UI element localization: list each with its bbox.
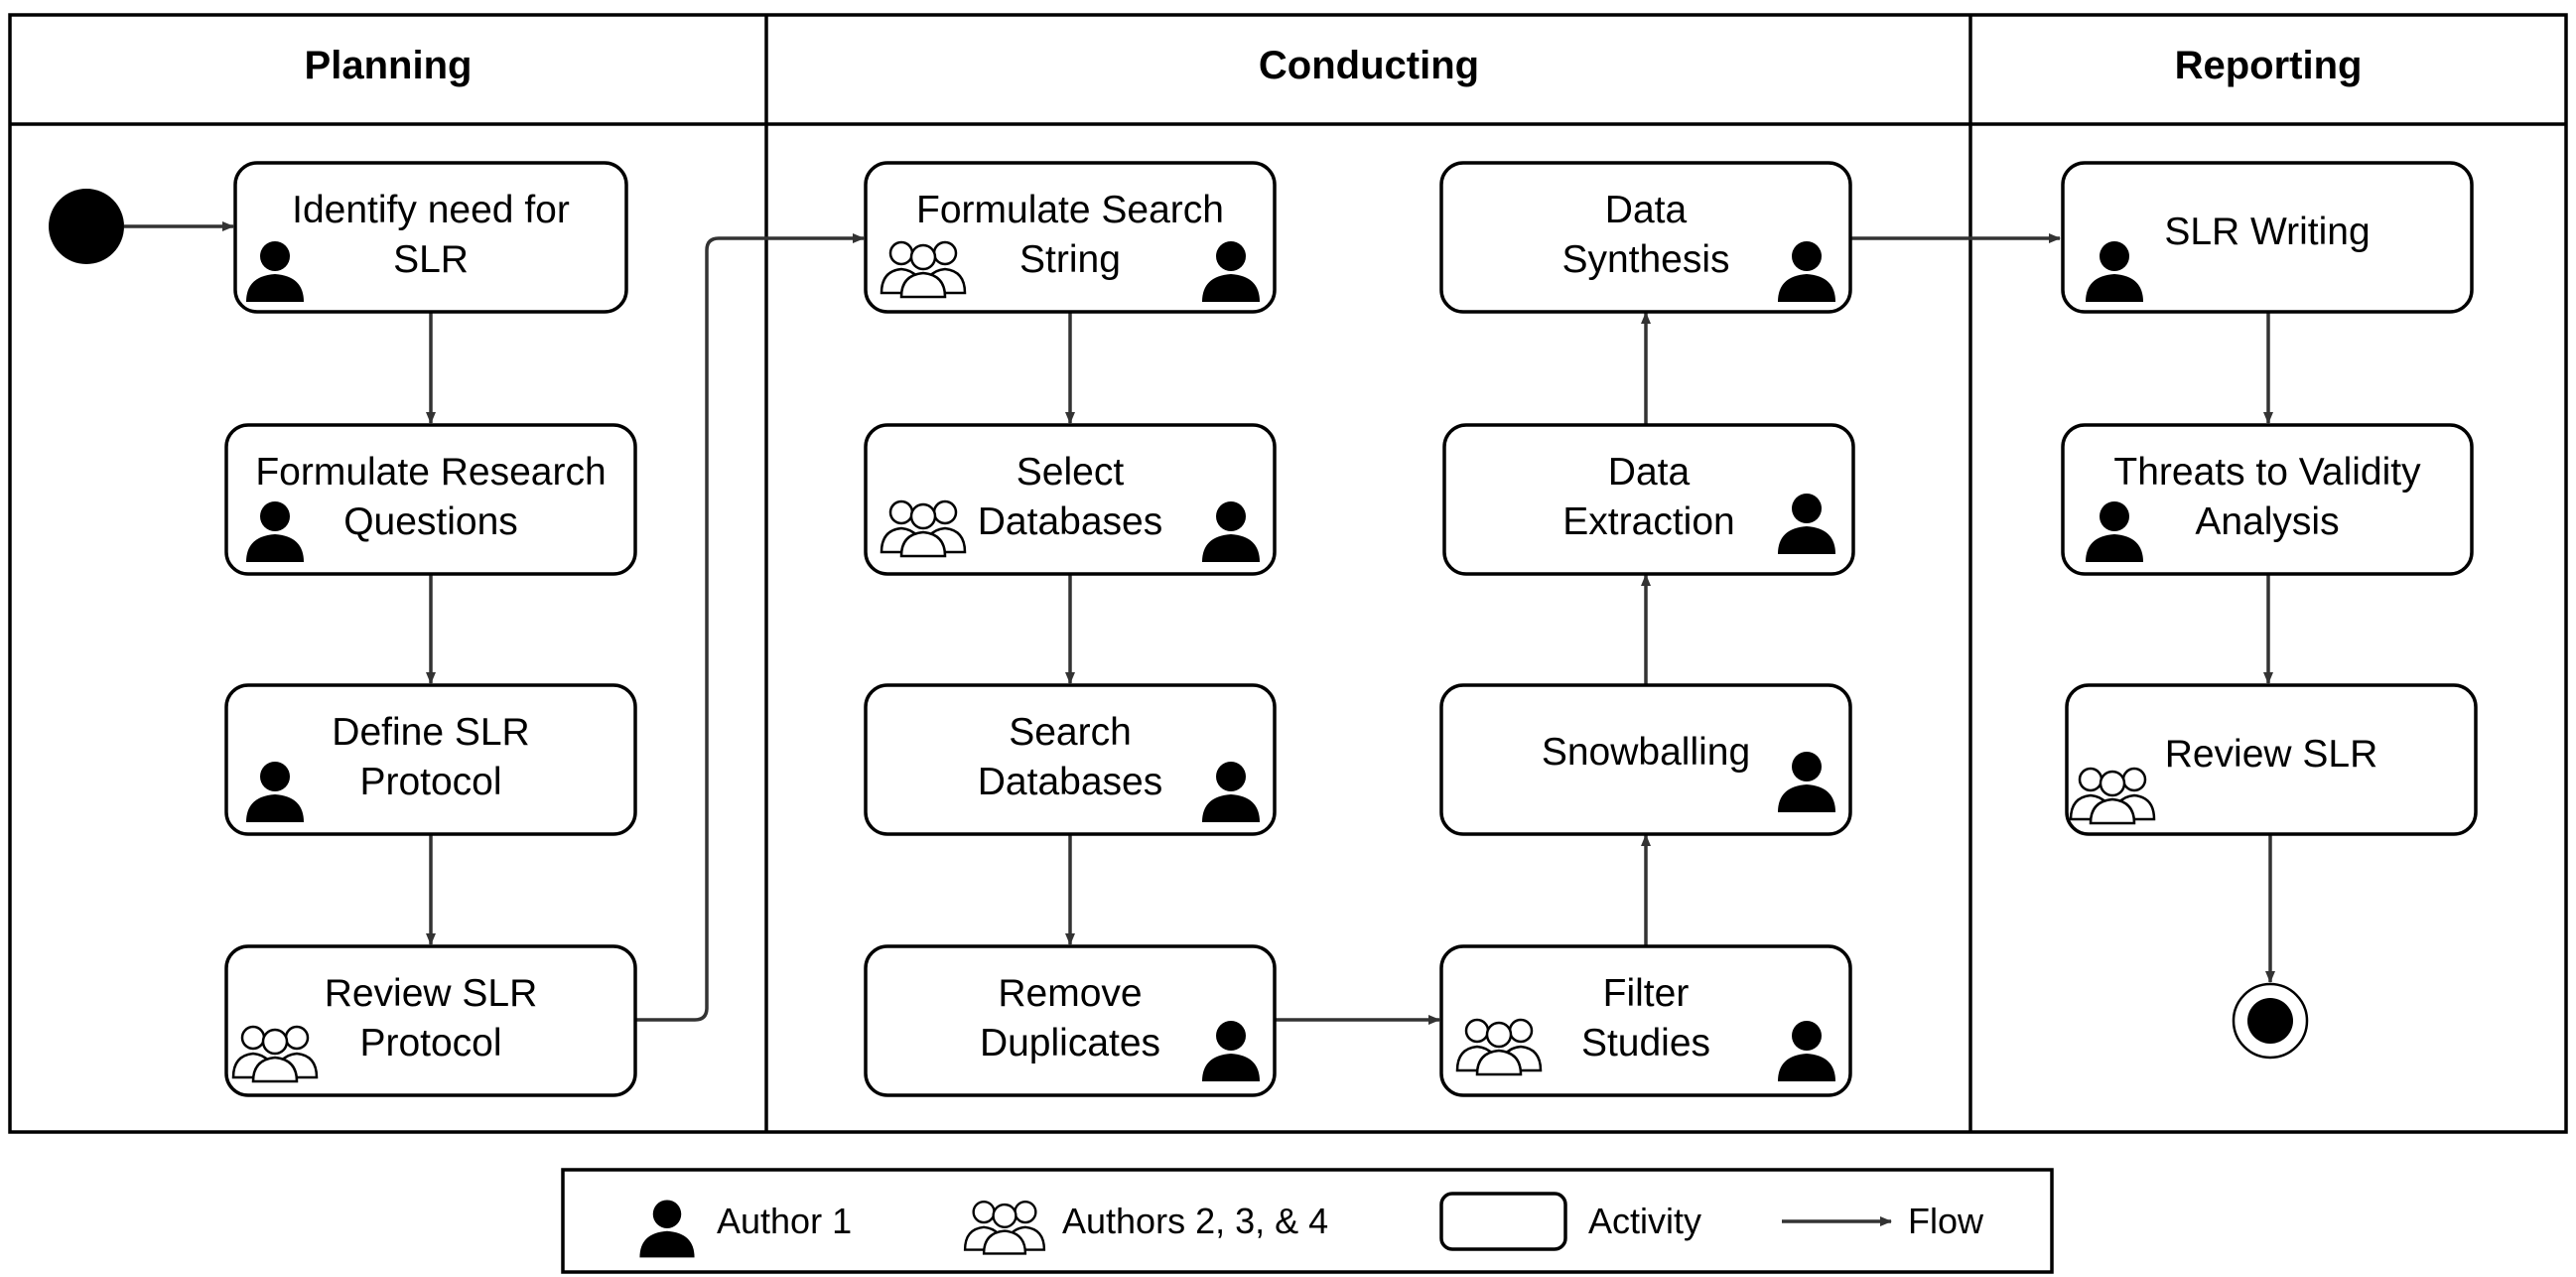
legend: Author 1 Authors 2, 3, & 4 Activity Flow — [561, 1168, 2054, 1274]
activity-review-protocol: Review SLR Protocol — [224, 944, 637, 1097]
activity-label-line: Data — [1605, 189, 1688, 231]
activity-label-line: Protocol — [359, 761, 501, 803]
activity-label-line: Synthesis — [1561, 238, 1729, 281]
activity-box — [2061, 423, 2474, 576]
activity-label-line: Identify need for — [292, 189, 570, 231]
activity-label-line: Databases — [978, 500, 1162, 543]
activity-box — [864, 944, 1277, 1097]
activity-label-line: Remove — [998, 972, 1142, 1015]
activity-box — [224, 683, 637, 836]
activity-box — [864, 683, 1277, 836]
swimlane-border — [8, 13, 2568, 1134]
activity-box — [1439, 683, 1852, 836]
activity-label-line: Databases — [978, 761, 1162, 803]
activity-label-line: Analysis — [2195, 500, 2339, 543]
flow-review-formulate-search — [635, 233, 865, 1022]
activity-label-line: Review SLR — [325, 972, 538, 1015]
activity-label-line: Review SLR — [2165, 733, 2378, 776]
authors-group-icon — [1455, 1018, 1543, 1076]
activity-label-line: Questions — [343, 500, 518, 543]
activity-label-line: Studies — [1581, 1022, 1710, 1064]
legend-authors234: Authors 2, 3, & 4 — [1062, 1201, 1328, 1241]
end-node — [2232, 982, 2309, 1060]
lane-title-reporting: Reporting — [2175, 44, 2363, 87]
activity-box — [1439, 944, 1852, 1097]
activity-label-line: Duplicates — [980, 1022, 1160, 1064]
authors-group-icon — [2069, 767, 2156, 825]
activity-box — [864, 423, 1277, 576]
start-node — [49, 189, 124, 264]
authors-group-icon — [963, 1200, 1046, 1255]
authors-group-icon — [880, 499, 967, 558]
activity-box — [864, 161, 1277, 314]
activity-label-line: Define SLR — [332, 711, 529, 754]
activity-snowballing: Snowballing — [1439, 683, 1852, 836]
activity-box — [224, 423, 637, 576]
activity-label-line: String — [1019, 238, 1121, 281]
activity-label-line: SLR Writing — [2164, 211, 2370, 253]
legend-author1: Author 1 — [717, 1201, 852, 1241]
activity-box — [2065, 683, 2478, 836]
activity-box — [2061, 161, 2474, 314]
authors-group-icon — [880, 240, 967, 299]
activity-review-slr: Review SLR — [2065, 683, 2478, 836]
activity-label-line: Search — [1009, 711, 1132, 754]
activity-label-line: Formulate Research — [255, 451, 606, 494]
flows — [124, 221, 2275, 1025]
activity-define-protocol: Define SLR Protocol — [224, 683, 637, 836]
lane-title-conducting: Conducting — [1259, 44, 1479, 87]
activity-legend-icon — [1439, 1192, 1567, 1251]
activity-label-line: Data — [1608, 451, 1691, 494]
activity-label-line: Select — [1017, 451, 1125, 494]
activity-label-line: Threats to Validity — [2113, 451, 2421, 494]
activity-box — [224, 944, 637, 1097]
lane-title-planning: Planning — [305, 44, 473, 87]
legend-flow: Flow — [1908, 1201, 1984, 1241]
legend-activity: Activity — [1588, 1201, 1701, 1241]
activity-box — [1439, 161, 1852, 314]
swimlane-frame — [8, 13, 2568, 1134]
activity-label-line: Snowballing — [1542, 731, 1750, 774]
activity-box — [1442, 423, 1855, 576]
activity-label-line: Extraction — [1562, 500, 1734, 543]
authors-group-icon — [231, 1025, 319, 1083]
activity-label-line: Protocol — [359, 1022, 501, 1064]
activity-box — [233, 161, 628, 314]
activity-label-line: SLR — [393, 238, 469, 281]
activity-label-line: Formulate Search — [916, 189, 1224, 231]
activity-slr-writing: SLR Writing — [2061, 161, 2474, 314]
activity-label-line: Filter — [1603, 972, 1690, 1015]
